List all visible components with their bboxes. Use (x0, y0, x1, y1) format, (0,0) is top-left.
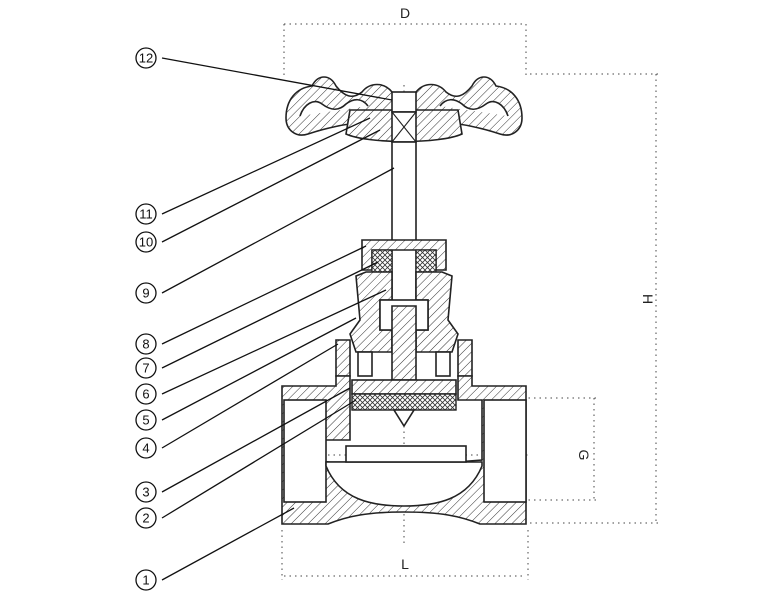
outlet-port (483, 399, 527, 503)
callout-9-label: 9 (142, 286, 149, 301)
callout-5-label: 5 (142, 413, 149, 428)
dimension-d-label: D (400, 5, 410, 21)
callout-10-label: 10 (139, 235, 153, 250)
valve-body (281, 375, 527, 525)
port-thread-lines (284, 399, 526, 503)
callout-12-label: 12 (139, 51, 153, 66)
leader-2 (161, 399, 357, 519)
leader-4 (161, 343, 339, 449)
leader-11 (161, 117, 371, 215)
callout-12-circle (135, 47, 157, 69)
leader-8 (161, 245, 367, 345)
body-neck-left (335, 339, 351, 377)
valve-disc (351, 379, 457, 428)
handwheel-nut (391, 91, 417, 113)
bonnet-thread-left (357, 351, 373, 377)
packing-right (415, 249, 437, 273)
dimension-l-label: L (401, 556, 409, 572)
body-lower-cavity (325, 461, 483, 507)
leader-6 (161, 289, 387, 395)
callout-3-label: 3 (142, 485, 149, 500)
callouts: 12 11 10 9 8 7 6 5 4 3 2 1 (135, 47, 157, 591)
packing-left (371, 249, 393, 273)
callout-3-circle (135, 481, 157, 503)
disc-holder (351, 379, 457, 395)
callout-5-circle (135, 409, 157, 431)
leader-9 (161, 167, 395, 294)
callout-6-label: 6 (142, 387, 149, 402)
callout-2-label: 2 (142, 511, 149, 526)
disc-seal (351, 393, 457, 411)
callout-8-circle (135, 333, 157, 355)
leader-10 (161, 129, 381, 243)
callout-11-label: 11 (139, 207, 153, 222)
callout-1-circle (135, 569, 157, 591)
bonnet-thread-right (435, 351, 451, 377)
leader-5 (161, 317, 357, 421)
leader-7 (161, 261, 379, 369)
valve-stem (391, 141, 417, 323)
seat-passage (345, 445, 467, 463)
callout-1-label: 1 (142, 573, 149, 588)
callout-7-label: 7 (142, 361, 149, 376)
handwheel (285, 76, 523, 143)
callout-10-circle (135, 231, 157, 253)
disc-nut (392, 409, 416, 428)
callout-9-circle (135, 282, 157, 304)
dimension-h-label: H (640, 294, 656, 304)
handwheel-inner-contour (299, 98, 509, 117)
callout-2-circle (135, 507, 157, 529)
callout-4-circle (135, 437, 157, 459)
callout-7-circle (135, 357, 157, 379)
leader-1 (161, 507, 295, 581)
leader-3 (161, 387, 351, 493)
inlet-port (283, 399, 327, 503)
leader-12 (161, 57, 393, 101)
stem-lower (391, 305, 417, 381)
callout-8-label: 8 (142, 337, 149, 352)
leader-lines (161, 57, 395, 581)
callout-11-circle (135, 203, 157, 225)
body-neck-right (457, 339, 473, 377)
dimension-g-label: G (576, 450, 592, 461)
callout-6-circle (135, 383, 157, 405)
stem-square-cross (391, 111, 417, 143)
callout-4-label: 4 (142, 441, 149, 456)
